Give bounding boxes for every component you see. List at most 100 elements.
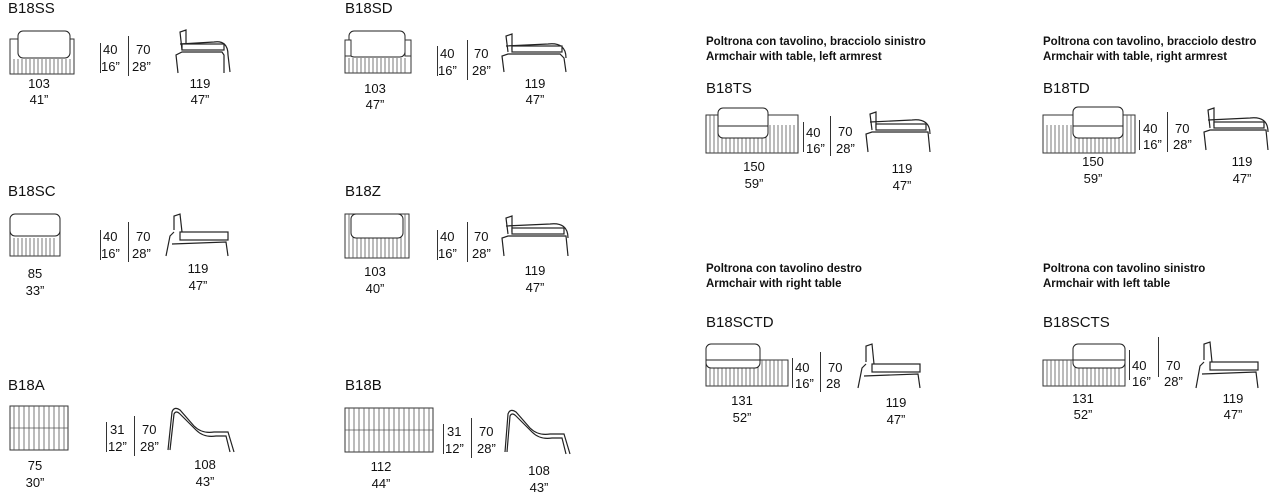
- dim-line: [1139, 120, 1140, 150]
- height-cm: 70: [1175, 121, 1190, 136]
- section-heading-en: Armchair with table, right armrest: [1043, 51, 1228, 63]
- product-code: B18Z: [345, 183, 381, 200]
- depth-cm: 119: [524, 76, 546, 91]
- dim-line: [100, 230, 101, 260]
- dim-line: [437, 230, 438, 260]
- height-in: 28”: [836, 141, 855, 156]
- dim-line: [792, 358, 793, 388]
- seat-in: 16”: [795, 376, 814, 391]
- seat-in: 16”: [438, 246, 457, 261]
- seat-cm: 40: [1132, 358, 1147, 373]
- height-in: 28”: [1173, 137, 1192, 152]
- section-heading-it: Poltrona con tavolino sinistro: [1043, 263, 1206, 275]
- width-in: 40”: [365, 281, 385, 296]
- depth-in: 43”: [529, 480, 549, 495]
- depth-in: 47”: [188, 278, 208, 293]
- seat-cm: 40: [440, 229, 455, 244]
- depth-cm: 119: [524, 263, 546, 278]
- width-in: 30”: [25, 475, 45, 490]
- width-cm: 75: [27, 458, 43, 473]
- width-in: 59”: [1083, 171, 1103, 186]
- height-cm: 70: [136, 229, 151, 244]
- seat-cm: 40: [440, 46, 455, 61]
- depth-cm: 119: [891, 161, 913, 176]
- dim-line: [106, 422, 107, 452]
- depth-in: 47”: [525, 280, 545, 295]
- depth-in: 47”: [190, 92, 210, 107]
- section-heading-en: Armchair with right table: [706, 278, 842, 290]
- dim-line: [134, 416, 135, 456]
- width-cm: 131: [731, 393, 753, 408]
- seat-in: 12”: [108, 439, 127, 454]
- height-in: 28”: [140, 439, 159, 454]
- product-code: B18B: [345, 377, 382, 394]
- height-cm: 70: [474, 46, 489, 61]
- seat-cm: 40: [806, 125, 821, 140]
- dim-line: [1167, 112, 1168, 152]
- height-cm: 70: [838, 124, 853, 139]
- width-cm: 103: [28, 76, 50, 91]
- section-heading-it: Poltrona con tavolino, bracciolo sinistr…: [706, 36, 926, 48]
- dim-line: [128, 222, 129, 262]
- width-in: 52”: [1073, 407, 1093, 422]
- seat-in: 16”: [1143, 137, 1162, 152]
- height-cm: 70: [142, 422, 157, 437]
- product-code: B18SC: [8, 183, 56, 200]
- seat-in: 16”: [438, 63, 457, 78]
- seat-cm: 31: [110, 422, 125, 437]
- section-heading-en: Armchair with left table: [1043, 278, 1171, 290]
- height-in: 28”: [472, 63, 491, 78]
- product-code: B18TS: [706, 80, 752, 97]
- width-in: 47”: [365, 97, 385, 112]
- width-cm: 103: [364, 81, 386, 96]
- width-cm: 131: [1072, 391, 1094, 406]
- seat-in: 16”: [806, 141, 825, 156]
- seat-in: 12”: [445, 441, 464, 456]
- product-code: B18SD: [345, 0, 393, 17]
- height-cm: 70: [828, 360, 843, 375]
- seat-cm: 40: [1143, 121, 1158, 136]
- seat-cm: 40: [103, 42, 118, 57]
- section-heading-it: Poltrona con tavolino destro: [706, 263, 862, 275]
- depth-in: 47”: [1232, 171, 1252, 186]
- depth-cm: 108: [528, 463, 550, 478]
- width-cm: 112: [370, 459, 392, 474]
- depth-cm: 119: [189, 76, 211, 91]
- seat-cm: 40: [795, 360, 810, 375]
- depth-cm: 119: [187, 261, 209, 276]
- dim-line: [1158, 337, 1159, 377]
- depth-in: 47”: [1223, 407, 1243, 422]
- height-cm: 70: [474, 229, 489, 244]
- width-cm: 150: [743, 159, 765, 174]
- product-code: B18SCTD: [706, 314, 774, 331]
- product-code: B18SS: [8, 0, 55, 17]
- product-code: B18SCTS: [1043, 314, 1110, 331]
- height-in: 28”: [477, 441, 496, 456]
- dim-line: [820, 352, 821, 392]
- depth-in: 43”: [195, 474, 215, 489]
- width-in: 44”: [371, 476, 391, 491]
- dim-line: [128, 36, 129, 76]
- height-in: 28”: [1164, 374, 1183, 389]
- depth-in: 47”: [525, 92, 545, 107]
- product-code: B18TD: [1043, 80, 1090, 97]
- seat-in: 16”: [1132, 374, 1151, 389]
- dim-line: [471, 418, 472, 458]
- seat-in: 16”: [101, 246, 120, 261]
